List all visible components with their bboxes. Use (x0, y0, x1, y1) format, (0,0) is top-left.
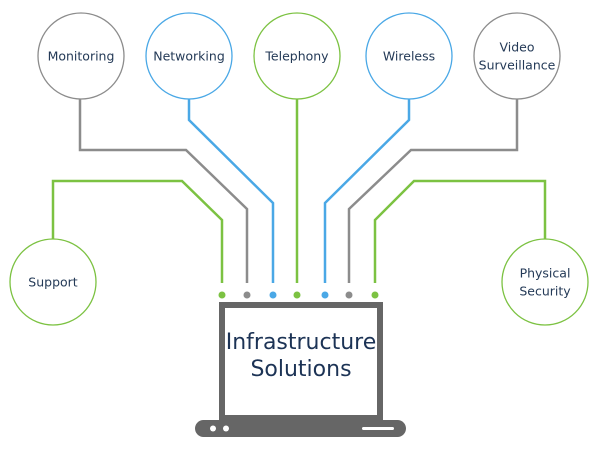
node-circle (145, 12, 233, 100)
center-title-line1: Infrastructure (226, 330, 377, 355)
service-nodes: Monitoring Networking Telephony Wireless Vid… (9, 12, 589, 326)
base-slot (362, 427, 394, 430)
node-monitoring: Monitoring (37, 12, 125, 100)
connectors (51, 99, 547, 283)
node-circle (9, 238, 97, 326)
node-circle (365, 12, 453, 100)
node-label: Networking (153, 49, 225, 64)
port-dot (243, 291, 251, 299)
port-dot (293, 291, 301, 299)
base-indicator-dot (210, 425, 216, 432)
base-indicator-dot (223, 425, 229, 432)
node-networking: Networking (145, 12, 233, 100)
node-label: Security (519, 284, 571, 299)
node-circle (37, 12, 125, 100)
port-dot (371, 291, 379, 299)
connector-physical-security (373, 179, 547, 283)
node-label: Monitoring (48, 49, 115, 64)
node-label: Support (28, 275, 78, 290)
connector-networking (187, 99, 275, 283)
node-label: Surveillance (479, 58, 556, 73)
port-dot (269, 291, 277, 299)
connector-video-surveillance (347, 99, 519, 283)
center-title-line2: Solutions (250, 357, 351, 382)
connector-support (51, 179, 224, 283)
node-circle (501, 238, 589, 326)
node-circle (253, 12, 341, 100)
ports (218, 291, 379, 299)
laptop-screen (219, 302, 383, 421)
laptop-base (195, 420, 406, 437)
port-dot (218, 291, 226, 299)
connector-wireless (323, 99, 411, 283)
node-label: Video (499, 40, 534, 55)
laptop-device: Infrastructure Solutions (195, 302, 406, 437)
node-telephony: Telephony (253, 12, 341, 100)
port-dot (345, 291, 353, 299)
node-wireless: Wireless (365, 12, 453, 100)
node-label: Physical (520, 266, 571, 281)
node-circle (473, 12, 561, 100)
node-label: Wireless (383, 49, 435, 64)
connector-monitoring (78, 99, 249, 283)
node-label: Telephony (264, 49, 329, 64)
node-support: Support (9, 238, 97, 326)
port-dot (321, 291, 329, 299)
